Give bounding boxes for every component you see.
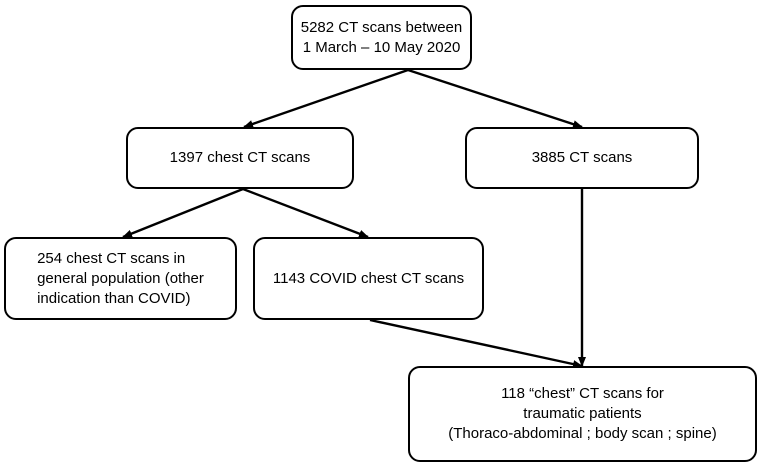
node-line: 1143 COVID chest CT scans (272, 269, 465, 287)
node-covid-chest-scans: 1143 COVID chest CT scans (253, 237, 484, 320)
node-line: 3885 CT scans (531, 149, 633, 166)
node-line: general population (other (37, 269, 204, 287)
node-general-population-scans: 254 chest CT scans in general population… (4, 237, 237, 320)
node-covid-chest-scans-label: 1143 COVID chest CT scans (273, 269, 464, 289)
edge-covid-to-trauma (369, 318, 583, 369)
node-chest-ct-scans: 1397 chest CT scans (126, 127, 354, 189)
node-line: 1 March – 10 May 2020 (302, 38, 461, 56)
edge-start-to-chest (243, 68, 409, 129)
node-line: 254 chest CT scans in (37, 249, 186, 267)
node-total-ct-scans: 5282 CT scans between 1 March – 10 May 2… (291, 5, 472, 70)
node-total-ct-scans-label: 5282 CT scans between 1 March – 10 May 2… (301, 18, 463, 58)
node-line: 118 “chest” CT scans for (501, 385, 664, 402)
node-other-ct-scans: 3885 CT scans (465, 127, 699, 189)
edge-chest-to-general (122, 187, 244, 239)
node-line: indication than COVID) (37, 289, 191, 307)
node-general-population-scans-label: 254 chest CT scans in general population… (37, 249, 204, 309)
node-line: (Thoraco-abdominal ; body scan ; spine) (448, 425, 717, 442)
node-other-ct-scans-label: 3885 CT scans (532, 148, 633, 168)
node-traumatic-patient-scans-label: 118 “chest” CT scans for traumatic patie… (448, 384, 716, 444)
edge-start-to-ct (407, 68, 583, 129)
node-chest-ct-scans-label: 1397 chest CT scans (170, 148, 311, 168)
node-traumatic-patient-scans: 118 “chest” CT scans for traumatic patie… (408, 366, 757, 462)
edge-chest-to-covid (242, 187, 369, 239)
node-line: traumatic patients (523, 405, 642, 422)
node-line: 5282 CT scans between (300, 18, 463, 36)
node-line: 1397 chest CT scans (169, 149, 311, 166)
